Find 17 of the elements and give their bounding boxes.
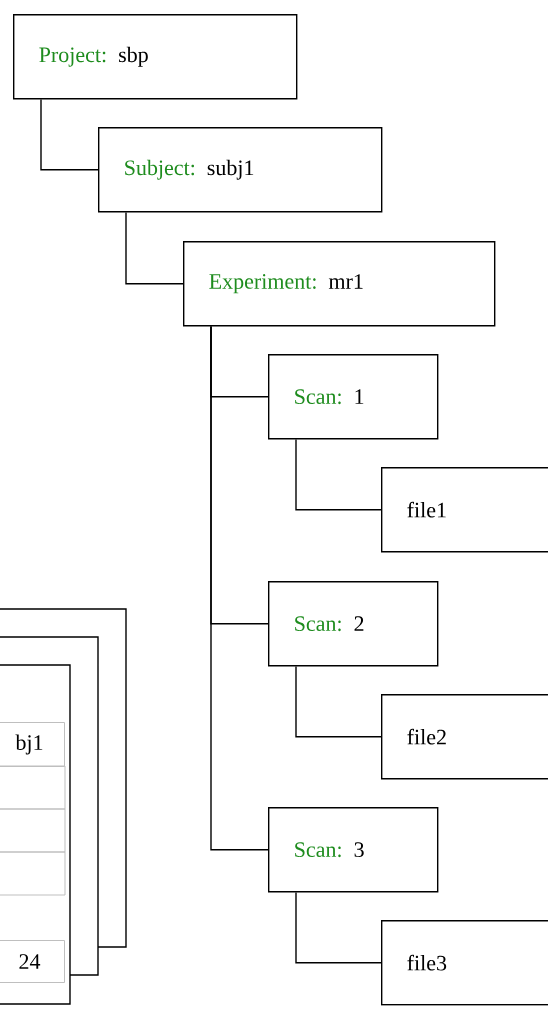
tree-box: Subject: subj1: [98, 127, 383, 213]
connector-line: [295, 665, 382, 738]
tree-box: file1: [381, 467, 548, 553]
connector-line: [125, 211, 184, 285]
table-cell: bj1: [0, 722, 65, 767]
connector-line: [295, 891, 382, 964]
connector-line: [295, 438, 382, 511]
tree-box: Scan: 3: [268, 807, 439, 893]
tree-box: Project: sbp: [13, 14, 298, 100]
tree-box: file3: [381, 920, 548, 1006]
table-cell: 24: [0, 940, 65, 983]
tree-box: Scan: 2: [268, 581, 439, 667]
connector-line: [40, 98, 99, 171]
tree-box: Scan: 1: [268, 354, 439, 440]
connector-line: [210, 325, 269, 851]
tree-box: file2: [381, 694, 548, 780]
tree-box: Experiment: mr1: [183, 241, 496, 327]
